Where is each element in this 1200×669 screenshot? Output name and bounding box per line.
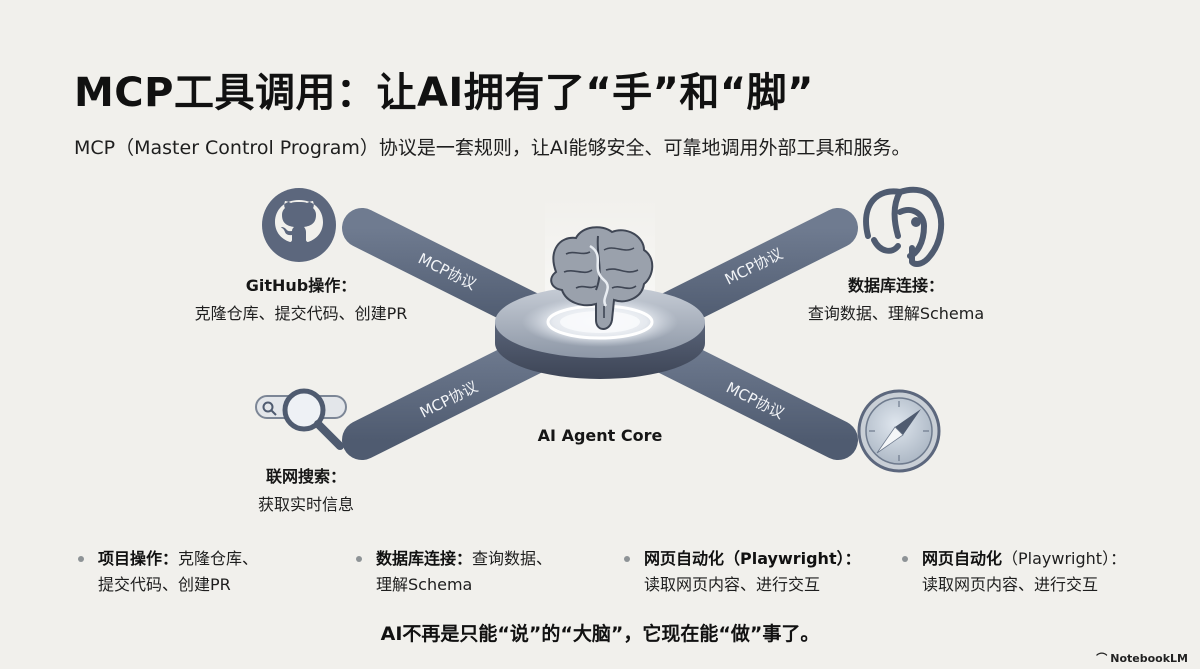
bullet-dot [624, 556, 630, 562]
bullet-text-line2: 读取网页内容、进行交互 [922, 575, 1099, 594]
bullet-dot [78, 556, 84, 562]
brand-watermark: ⌒NotebookLM [1096, 650, 1188, 666]
bullet-heading: 数据库连接： [376, 549, 473, 568]
brain-icon [550, 226, 654, 330]
bullet-text-line2: 提交代码、创建PR [98, 575, 231, 594]
github-icon [262, 188, 336, 262]
bullet-dot [902, 556, 908, 562]
bullet-text-line1: 克隆仓库、 [178, 549, 259, 568]
bullet-heading: 网页自动化（Playwright）： [644, 549, 861, 568]
closing-statement: AI不再是只能“说”的“大脑”，它现在能“做”事了。 [380, 623, 820, 645]
node-heading-github: GitHub操作： [245, 276, 357, 295]
node-description-search: 获取实时信息 [257, 495, 354, 514]
bullet-text-line1: 查询数据、 [472, 549, 553, 568]
bullet-item: 网页自动化（Playwright）： 读取网页内容、进行交互 [624, 546, 861, 598]
page-subtitle: MCP（Master Control Program）协议是一套规则，让AI能够… [74, 137, 911, 159]
node-heading-database: 数据库连接： [847, 276, 944, 295]
bullet-dot [356, 556, 362, 562]
page-title: MCP工具调用：让AI拥有了“手”和“脚” [74, 70, 814, 116]
node-description-github: 克隆仓库、提交代码、创建PR [194, 304, 408, 323]
node-label-database: 数据库连接： 查询数据、理解Schema [776, 272, 1016, 324]
notebooklm-logo-icon: ⌒ [1096, 652, 1108, 665]
bullet-heading: 网页自动化 [922, 549, 1003, 568]
core-label: AI Agent Core [538, 426, 663, 445]
bullet-text-line2: 读取网页内容、进行交互 [644, 575, 821, 594]
brand-name: NotebookLM [1110, 652, 1188, 665]
safari-compass-icon [857, 389, 941, 473]
bullet-item: 项目操作：克隆仓库、 提交代码、创建PR [78, 546, 259, 598]
postgresql-elephant-icon [863, 186, 945, 267]
bullet-text-line1: （Playwright）： [1002, 549, 1127, 568]
search-magnifier-icon [255, 388, 347, 450]
node-label-search: 联网搜索： 获取实时信息 [206, 463, 406, 515]
node-heading-search: 联网搜索： [265, 467, 346, 486]
bullet-item: 数据库连接：查询数据、 理解Schema [356, 546, 553, 598]
mcp-diagram: MCP协议 MCP协议 MCP协议 MCP协议 [255, 186, 945, 473]
bullet-text-line2: 理解Schema [376, 575, 473, 594]
bullet-item: 网页自动化（Playwright）： 读取网页内容、进行交互 [902, 546, 1127, 598]
node-label-github: GitHub操作： 克隆仓库、提交代码、创建PR [166, 272, 436, 324]
node-description-database: 查询数据、理解Schema [807, 304, 985, 323]
bullet-heading: 项目操作： [98, 549, 179, 568]
